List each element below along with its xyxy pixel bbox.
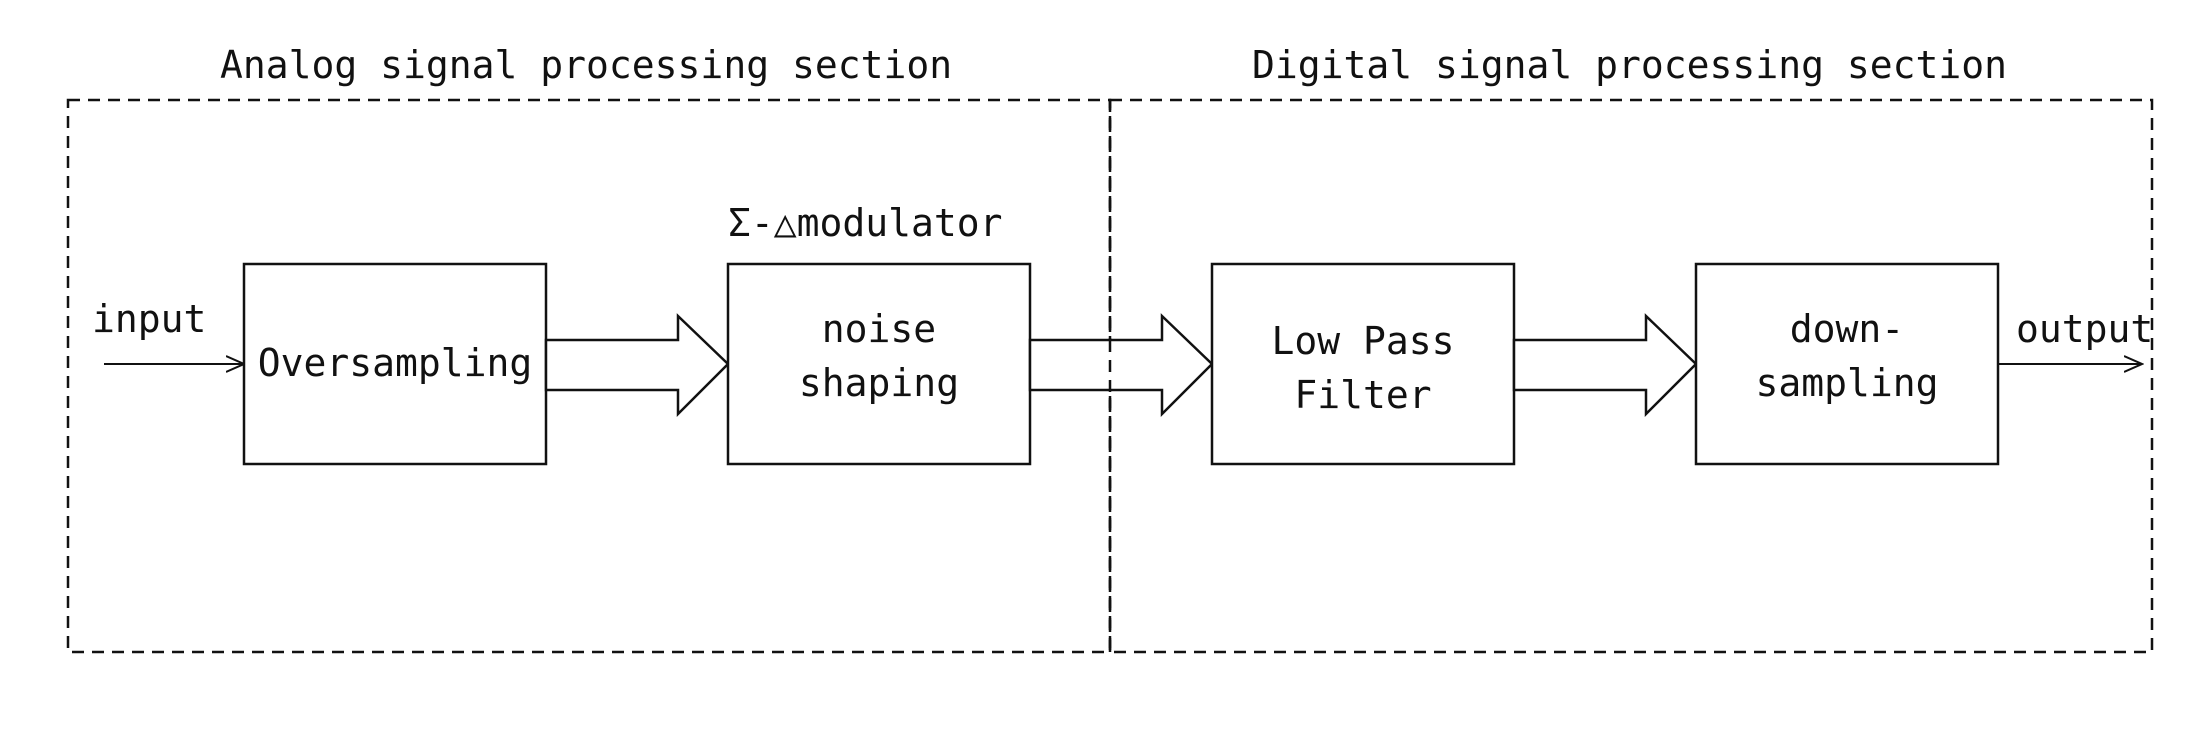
- low-pass-filter-label-line1: Low Pass: [1271, 319, 1454, 363]
- oversampling-block: [242, 262, 548, 466]
- noise-shaping-label-line2: shaping: [799, 361, 959, 405]
- input-label: input: [92, 297, 206, 341]
- digital-section-title: Digital signal processing section: [1252, 43, 2007, 87]
- analog-section-title: Analog signal processing section: [220, 43, 952, 87]
- output-label: output: [2016, 307, 2153, 351]
- analog-section-boundary: [66, 98, 1112, 654]
- hollow-arrow-noise-to-lpf: [1028, 313, 1214, 418]
- downsampling-label-line1: down-: [1790, 307, 1904, 351]
- downsampling-label-line2: sampling: [1755, 361, 1938, 405]
- low-pass-filter-label-line2: Filter: [1294, 373, 1431, 417]
- sigma-delta-modulator-label: Σ-△modulator: [728, 201, 1003, 245]
- noise-shaping-label-line1: noise: [822, 307, 936, 351]
- downsampling-block: [1694, 262, 2000, 466]
- oversampling-label: Oversampling: [258, 341, 533, 385]
- hollow-arrow-lpf-to-downsampling: [1512, 313, 1698, 418]
- low-pass-filter-block: [1210, 262, 1516, 466]
- hollow-arrow-oversampling-to-noise: [544, 313, 730, 418]
